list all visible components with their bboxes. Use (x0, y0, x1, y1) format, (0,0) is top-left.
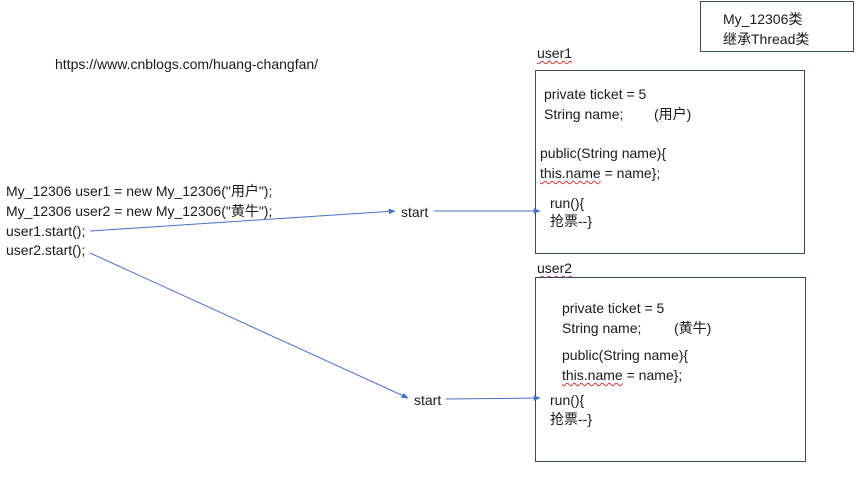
user2-field-name: String name; (562, 320, 642, 336)
code-line-2: My_12306 user2 = new My_12306("黄牛"); (6, 203, 273, 219)
start-label-2: start (414, 392, 442, 408)
user1-field-ticket: private ticket = 5 (544, 86, 647, 102)
user2-ctor-line-1: public(String name){ (562, 347, 689, 363)
user2-ctor-this-name: this.name (562, 367, 623, 383)
user1-field-name: String name; (544, 106, 624, 122)
source-url: https://www.cnblogs.com/huang-changfan/ (55, 56, 319, 72)
code-line-3: user1.start(); (6, 223, 86, 239)
user1-box: private ticket = 5 String name; (用户) pub… (535, 70, 805, 254)
legend-line-2: 继承Thread类 (723, 31, 810, 47)
user2-ctor-assign: = name}; (622, 367, 683, 383)
user2-field-ticket: private ticket = 5 (562, 300, 665, 316)
user2-label: user2 (537, 260, 573, 276)
legend-box: My_12306类 继承Thread类 (700, 1, 854, 52)
user2-field-name-note: (黄牛) (674, 320, 712, 336)
user1-ctor-line-2: this.name = name}; (540, 164, 660, 182)
user1-run-line-2: 抢票--} (550, 213, 592, 229)
legend-line-1: My_12306类 (723, 11, 803, 27)
arrow-user2-to-start (89, 252, 409, 399)
code-line-4: user2.start(); (6, 242, 86, 258)
user1-ctor-line-1: public(String name){ (540, 145, 667, 161)
user2-run-line-1: run(){ (550, 392, 585, 408)
user2-run-line-2: 抢票--} (550, 411, 592, 427)
user1-run-line-1: run(){ (550, 195, 585, 211)
arrow-user1-to-start (89, 208, 396, 232)
arrow-start-to-user2 (445, 395, 541, 401)
user1-label: user1 (537, 45, 573, 61)
user1-ctor-this-name: this.name (540, 165, 601, 181)
user1-field-name-note: (用户) (654, 106, 692, 122)
user2-ctor-line-2: this.name = name}; (562, 366, 682, 384)
code-line-1: My_12306 user1 = new My_12306("用户"); (6, 183, 273, 199)
start-label-1: start (401, 204, 429, 220)
user1-ctor-assign: = name}; (600, 165, 661, 181)
user2-box: private ticket = 5 String name; (黄牛) pub… (535, 277, 806, 462)
